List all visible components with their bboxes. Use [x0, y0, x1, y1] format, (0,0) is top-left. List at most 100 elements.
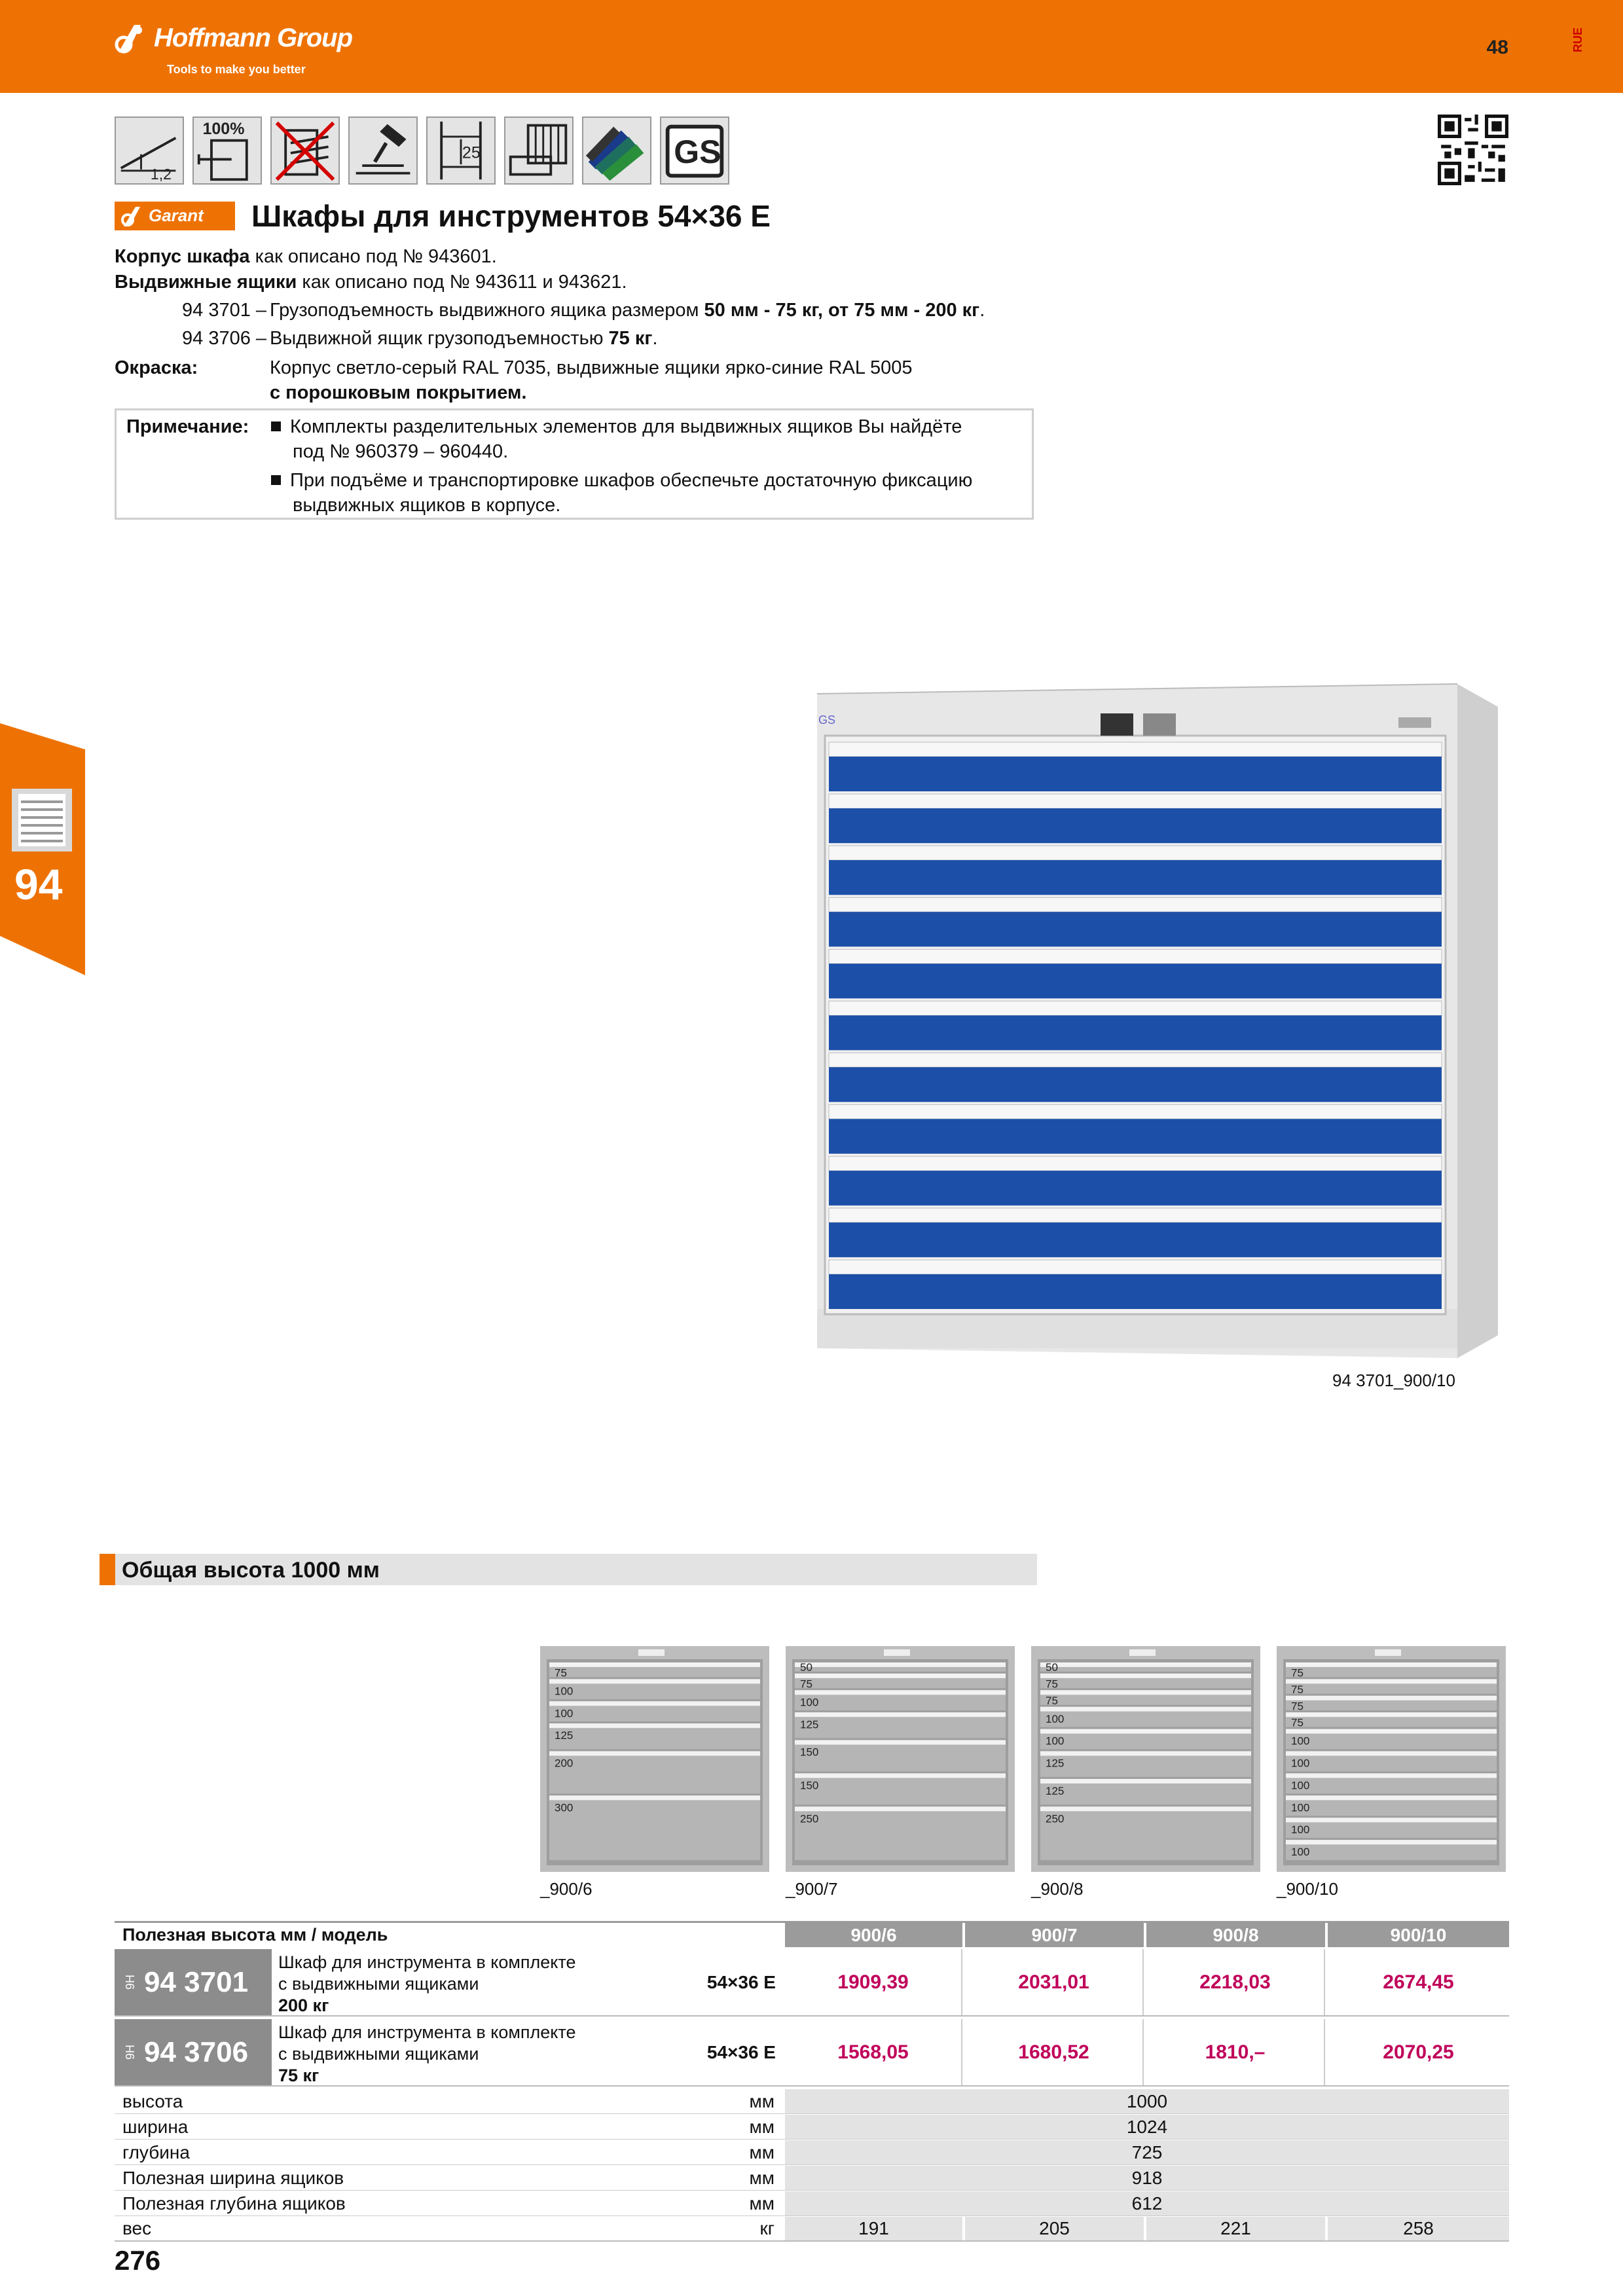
- page-header: Hoffmann Group Tools to make you better …: [0, 0, 1623, 93]
- diagram-label: _900/7: [786, 1879, 838, 1899]
- article-description-line-1: Шкаф для инструмента в комплекте: [278, 1952, 576, 1972]
- article-description: Шкаф для инструмента в комплекте с выдви…: [278, 2019, 645, 2085]
- weight-value: 221: [1146, 2217, 1325, 2240]
- diagram-drawer-height-label: 300: [555, 1801, 573, 1814]
- diagram-drawer-height-label: 50: [1046, 1661, 1058, 1674]
- spec-row-depth: глубина мм 725: [115, 2140, 1509, 2165]
- chapter-tab: 94: [0, 723, 85, 975]
- spec-name: вес: [122, 2218, 152, 2238]
- price-cell: 2218,03: [1146, 1949, 1325, 2015]
- diagram-drawer-height-label: 75: [1291, 1717, 1304, 1729]
- diagram-drawer: [549, 1751, 760, 1794]
- note-box: [115, 408, 1034, 520]
- diagram-drawer-handle: [1040, 1806, 1251, 1812]
- model-header: 900/10: [1328, 1923, 1509, 1947]
- drawer-handle: [828, 1000, 1442, 1016]
- diagram-drawer-handle: [1286, 1795, 1497, 1801]
- cabinet-photo: GS: [816, 683, 1498, 1358]
- article-number-cell: 9H 94 3706: [115, 2019, 272, 2085]
- article-size: 54×36 E: [706, 1971, 776, 1992]
- spec-row-drawer-depth: Полезная глубина ящиков мм 612: [115, 2191, 1509, 2216]
- article2-description: Выдвижной ящик грузоподъемностью 75 кг.: [270, 327, 658, 350]
- paint-label: Окраска:: [115, 357, 198, 378]
- price-cell: 2674,45: [1383, 1971, 1454, 1993]
- section-header: Общая высота 1000 мм: [100, 1554, 1037, 1585]
- color-swatches-icon: [582, 117, 651, 185]
- spec-name: Полезная глубина ящиков: [122, 2193, 346, 2214]
- diagram-drawer-handle: [1040, 1662, 1251, 1667]
- diagram-label: _900/10: [1277, 1879, 1338, 1899]
- diagram-drawer-height-label: 75: [1291, 1683, 1304, 1696]
- article1-no: 94 3701 –: [182, 300, 267, 321]
- drawer-front: [829, 1274, 1442, 1309]
- diagram-drawer-height-label: 100: [1291, 1779, 1309, 1791]
- section-accent: [100, 1554, 115, 1585]
- diagram-drawer-height-label: 125: [555, 1729, 573, 1742]
- gs-certification-label: GS: [674, 134, 721, 170]
- article2-bold: 75 кг: [608, 328, 653, 349]
- diagram-drawer-handle: [1040, 1778, 1251, 1784]
- cabinet-lock: [1375, 1649, 1401, 1656]
- note-label: Примечание:: [126, 416, 249, 437]
- svg-text:GS: GS: [818, 713, 835, 726]
- body-label: Корпус шкафа: [115, 246, 250, 267]
- spec-unit: мм: [749, 2090, 775, 2111]
- diagram-drawer-handle: [549, 1701, 760, 1706]
- drawer-front: [829, 1170, 1442, 1206]
- article-description-line-2: с выдвижными ящиками: [278, 1974, 479, 1994]
- diagram-drawer-handle: [1286, 1695, 1497, 1700]
- central-lock-icon: [348, 117, 418, 185]
- price-cell: 1568,05: [785, 2019, 962, 2085]
- diagram-drawer-handle: [1286, 1818, 1497, 1823]
- product-title: Шкафы для инструментов 54×36 E: [251, 199, 771, 233]
- price-cell: 1680,52: [965, 2019, 1144, 2085]
- grid-spacing-label: 25: [462, 144, 481, 162]
- article1-end: .: [979, 300, 985, 321]
- drawer-front: [829, 1222, 1442, 1257]
- article-size: 54×36 E: [706, 2041, 776, 2062]
- spec-value: 725: [785, 2140, 1509, 2164]
- price-cell: 1909,39: [785, 1949, 962, 2015]
- price-cell: 1810,–: [1146, 2019, 1325, 2085]
- diagram-drawer: [549, 1795, 760, 1860]
- article-description: Шкаф для инструмента в комплекте с выдви…: [278, 1949, 645, 2015]
- drawer-handle: [828, 742, 1442, 757]
- diagram-drawer-height-label: 150: [800, 1746, 818, 1759]
- diagram-drawer-height-label: 75: [1291, 1700, 1304, 1712]
- drawer-front: [829, 1015, 1442, 1050]
- article-description-line-2: с выдвижными ящиками: [278, 2044, 479, 2064]
- diagram-drawer-height-label: 100: [1291, 1823, 1309, 1836]
- diagram-drawer-height-label: 100: [800, 1696, 818, 1708]
- article-code-prefix: 9H: [124, 1974, 137, 1990]
- spec-name: глубина: [122, 2142, 190, 2162]
- drawer-handle: [828, 897, 1442, 912]
- diagram-drawer-handle: [795, 1773, 1006, 1778]
- diagram-drawer-height-label: 150: [800, 1779, 818, 1791]
- diagram-drawer: [1040, 1806, 1251, 1860]
- diagram-drawer-height-label: 100: [1291, 1801, 1309, 1814]
- spec-name: Полезная ширина ящиков: [122, 2167, 344, 2188]
- article2-no: 94 3706 –: [182, 328, 267, 349]
- diagram-drawer-handle: [795, 1690, 1006, 1695]
- note-bullet-1-line-1: Комплекты разделительных элементов для в…: [290, 416, 962, 437]
- model-header: 900/6: [785, 1923, 962, 1947]
- diagram-drawer-height-label: 75: [1046, 1677, 1058, 1690]
- diagram-drawer-height-label: 100: [1291, 1735, 1309, 1748]
- diagram-drawer-handle: [1040, 1729, 1251, 1734]
- diagram-drawer-handle: [795, 1806, 1006, 1812]
- diagram-drawer: [795, 1773, 1006, 1805]
- diagram-drawer-height-label: 125: [800, 1718, 818, 1731]
- model-header: 900/7: [965, 1923, 1144, 1947]
- drawer-handle: [828, 793, 1442, 809]
- spec-unit: кг: [759, 2218, 775, 2238]
- drawers-label: Выдвижные ящики: [115, 272, 297, 293]
- article-number: 94 3706: [144, 2036, 249, 2068]
- drawer-front: [829, 860, 1442, 895]
- body-text: как описано под № 943601.: [249, 246, 497, 267]
- spec-unit: мм: [749, 2116, 775, 2137]
